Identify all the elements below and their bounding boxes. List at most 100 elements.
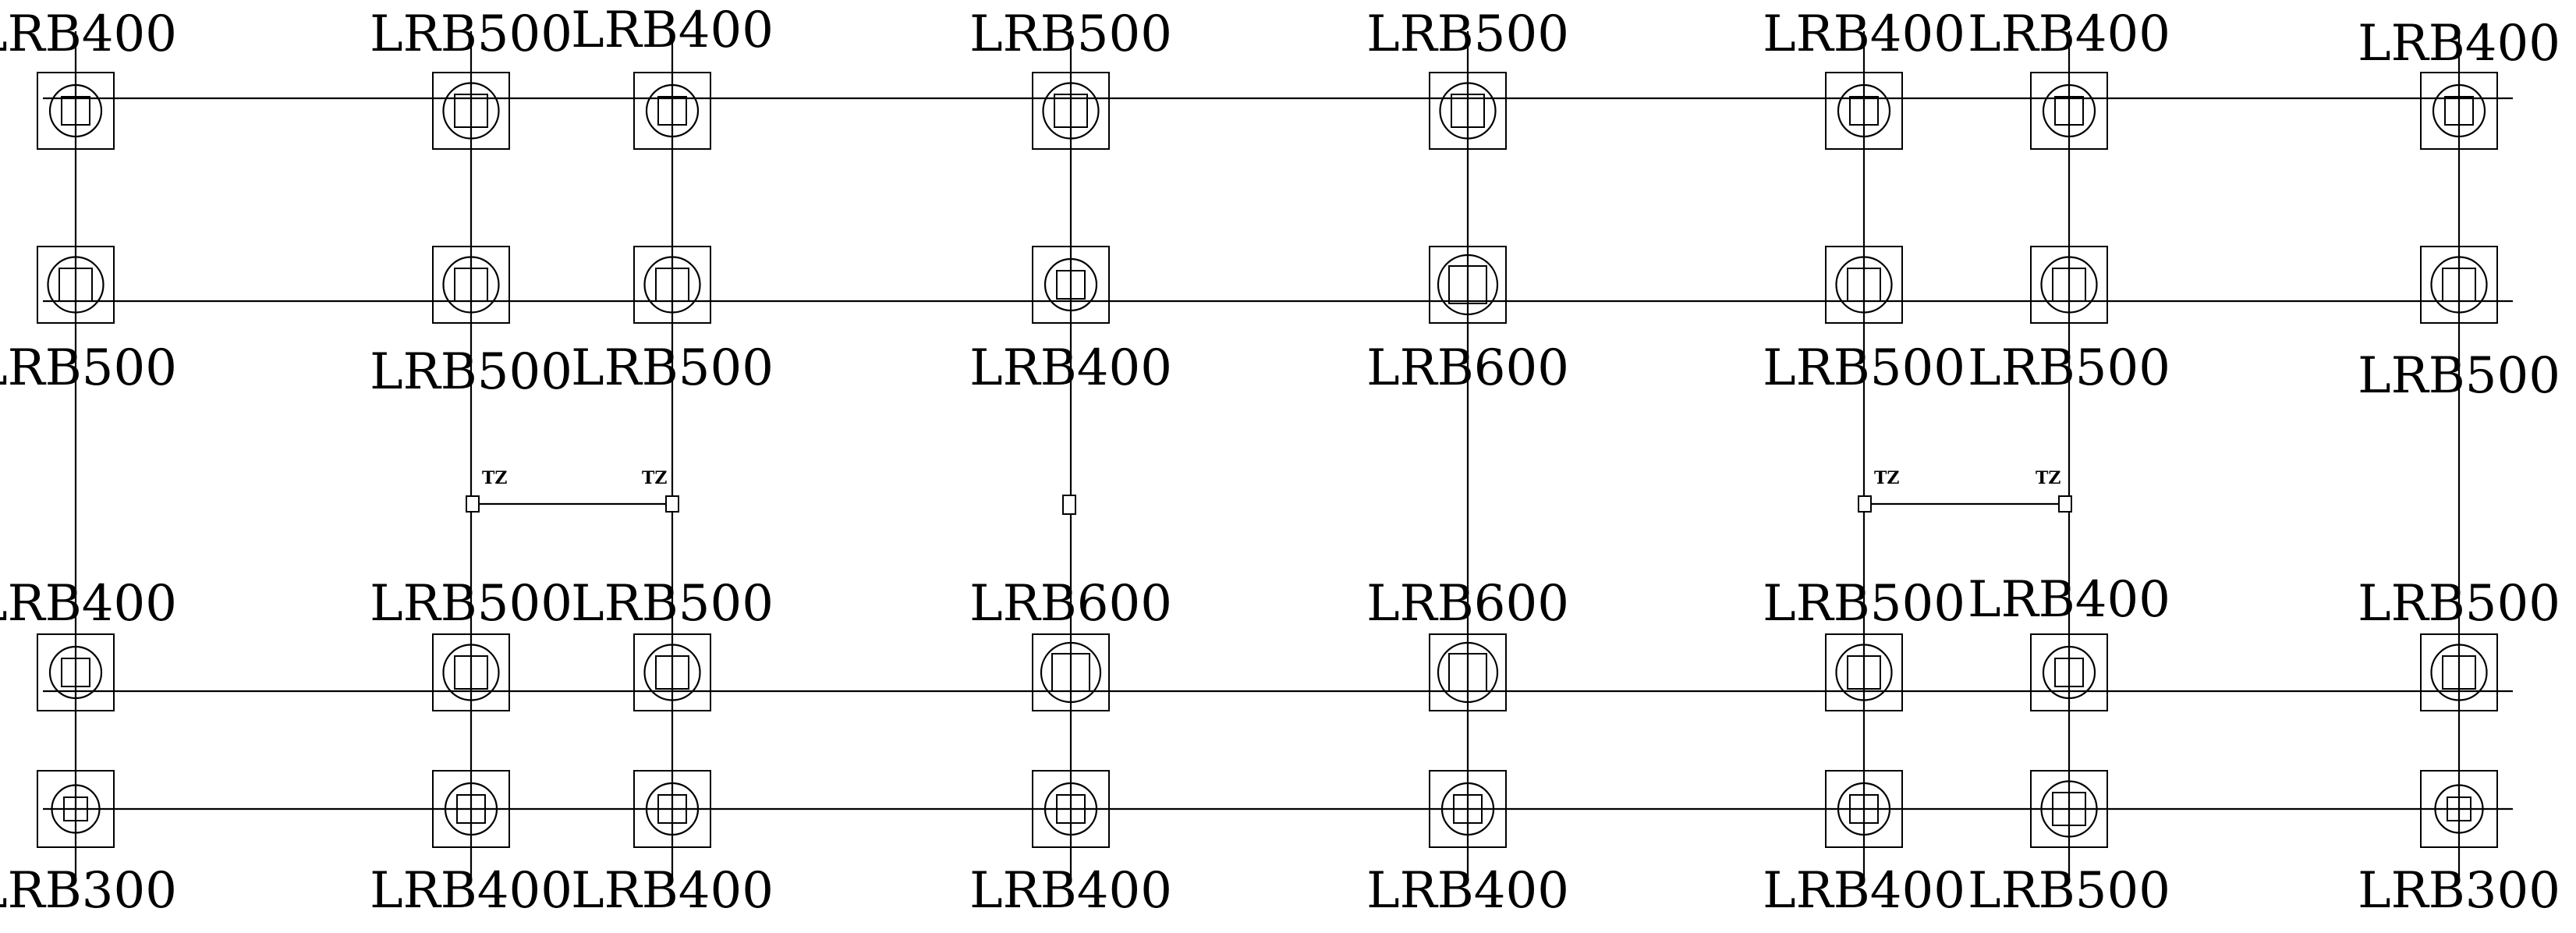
bearing-pedestal [633,633,711,711]
bearing-type-label: LRB500 [1366,5,1569,63]
isolation-bearing [37,246,115,324]
bearing-pedestal [37,72,115,150]
bearing-lead-core [2052,792,2086,826]
bearing-type-label: LRB500 [370,343,572,401]
bearing-type-label: LRB400 [969,862,1172,920]
bearing-rubber-outline [2040,256,2098,314]
bearing-pedestal [2030,246,2108,324]
bearing-type-label: LRB500 [2358,347,2560,405]
isolation-bearing [1825,72,1903,150]
bearing-type-label: LRB600 [969,575,1172,633]
bearing-lead-core [2447,796,2471,821]
isolation-bearing [2420,72,2498,150]
bearing-type-label: LRB400 [1763,5,1965,63]
isolation-bearing [1825,770,1903,848]
bearing-type-label: LRB300 [0,862,177,920]
isolation-bearing [633,246,711,324]
isolation-bearing [2420,633,2498,711]
bearing-lead-core [1448,653,1487,692]
transfer-beam-layer: TZ TZ TZ TZ [466,468,2072,515]
bearing-rubber-outline [645,782,700,836]
bearing-lead-core [1849,96,1879,126]
transfer-label: TZ [1874,468,1899,488]
bearing-type-label: LRB500 [969,5,1172,63]
bearing-rubber-outline [2430,256,2488,314]
bearing-lead-core [2054,658,2084,687]
bearing-rubber-outline [1439,82,1497,140]
bearing-pedestal [432,633,510,711]
isolation-bearing [37,633,115,711]
isolation-bearing [1429,72,1507,150]
bearing-pedestal [1032,246,1110,324]
bearing-rubber-outline [1042,82,1100,140]
bearing-rubber-outline [442,256,500,314]
bearing-rubber-outline [442,82,500,140]
bearing-type-label: LRB400 [571,2,774,59]
bearing-type-label: LRB300 [2358,862,2560,920]
bearing-pedestal [1825,770,1903,848]
isolation-bearing [432,770,510,848]
bearing-type-label: LRB400 [1968,5,2170,63]
bearing-rubber-outline [645,83,700,138]
bearing-type-label: LRB400 [1763,862,1965,920]
bearing-lead-core [1847,655,1881,690]
bearing-type-label: LRB500 [2358,575,2560,633]
bearing-rubber-outline [51,784,101,834]
isolation-bearing [633,633,711,711]
isolation-bearing [37,770,115,848]
bearing-pedestal [2420,246,2498,324]
bearing-lead-core [2442,268,2476,302]
isolation-bearing [2420,770,2498,848]
isolation-bearing [1429,246,1507,324]
bearing-rubber-outline [1437,254,1499,316]
isolation-bearing [1825,633,1903,711]
isolation-bearing [1032,72,1110,150]
bearing-lead-core [2442,655,2476,690]
bearing-type-label: LRB400 [1366,862,1569,920]
isolation-bearing [1032,246,1110,324]
bearing-type-label: LRB400 [0,5,177,63]
transfer-column-node [1062,495,1076,515]
bearing-rubber-outline [2042,83,2096,138]
bearing-type-label: LRB500 [370,5,572,63]
bearing-pedestal [432,246,510,324]
bearing-lead-core [61,658,90,687]
bearing-pedestal [1825,72,1903,150]
bearing-layer [37,72,2498,848]
bearing-lead-core [1451,94,1485,128]
grid-lines [43,31,2513,878]
bearing-type-label: LRB400 [370,862,572,920]
bearing-rubber-outline [1837,782,1891,836]
bearing-lead-core [63,796,88,821]
isolation-bearing [1032,633,1110,711]
bearing-pedestal [37,770,115,848]
bearing-pedestal [1825,633,1903,711]
bearing-lead-core [1051,653,1090,692]
bearing-type-label: LRB400 [0,575,177,633]
bearing-pedestal [633,770,711,848]
transfer-column-node [466,495,480,513]
bearing-type-label: LRB500 [571,575,774,633]
transfer-column-node [665,495,679,513]
bearing-rubber-outline [2430,644,2488,701]
isolation-bearing [633,72,711,150]
isolation-bearing [1429,633,1507,711]
bearing-pedestal [1429,72,1507,150]
bearing-lead-core [657,794,687,824]
bearing-rubber-outline [1837,83,1891,138]
bearing-pedestal [2030,770,2108,848]
bearing-lead-core [657,96,687,126]
bearing-pedestal [432,770,510,848]
bearing-rubber-outline [1835,644,1893,701]
bearing-type-label: LRB500 [1968,339,2170,397]
bearing-pedestal [1032,770,1110,848]
isolation-bearing [432,633,510,711]
bearing-lead-core [454,268,488,302]
bearing-rubber-outline [2434,784,2484,834]
bearing-type-label: LRB500 [1763,575,1965,633]
transfer-label: TZ [2036,468,2060,488]
bearing-type-label: LRB400 [2358,15,2560,73]
bearing-pedestal [1825,246,1903,324]
bearing-pedestal [2420,633,2498,711]
